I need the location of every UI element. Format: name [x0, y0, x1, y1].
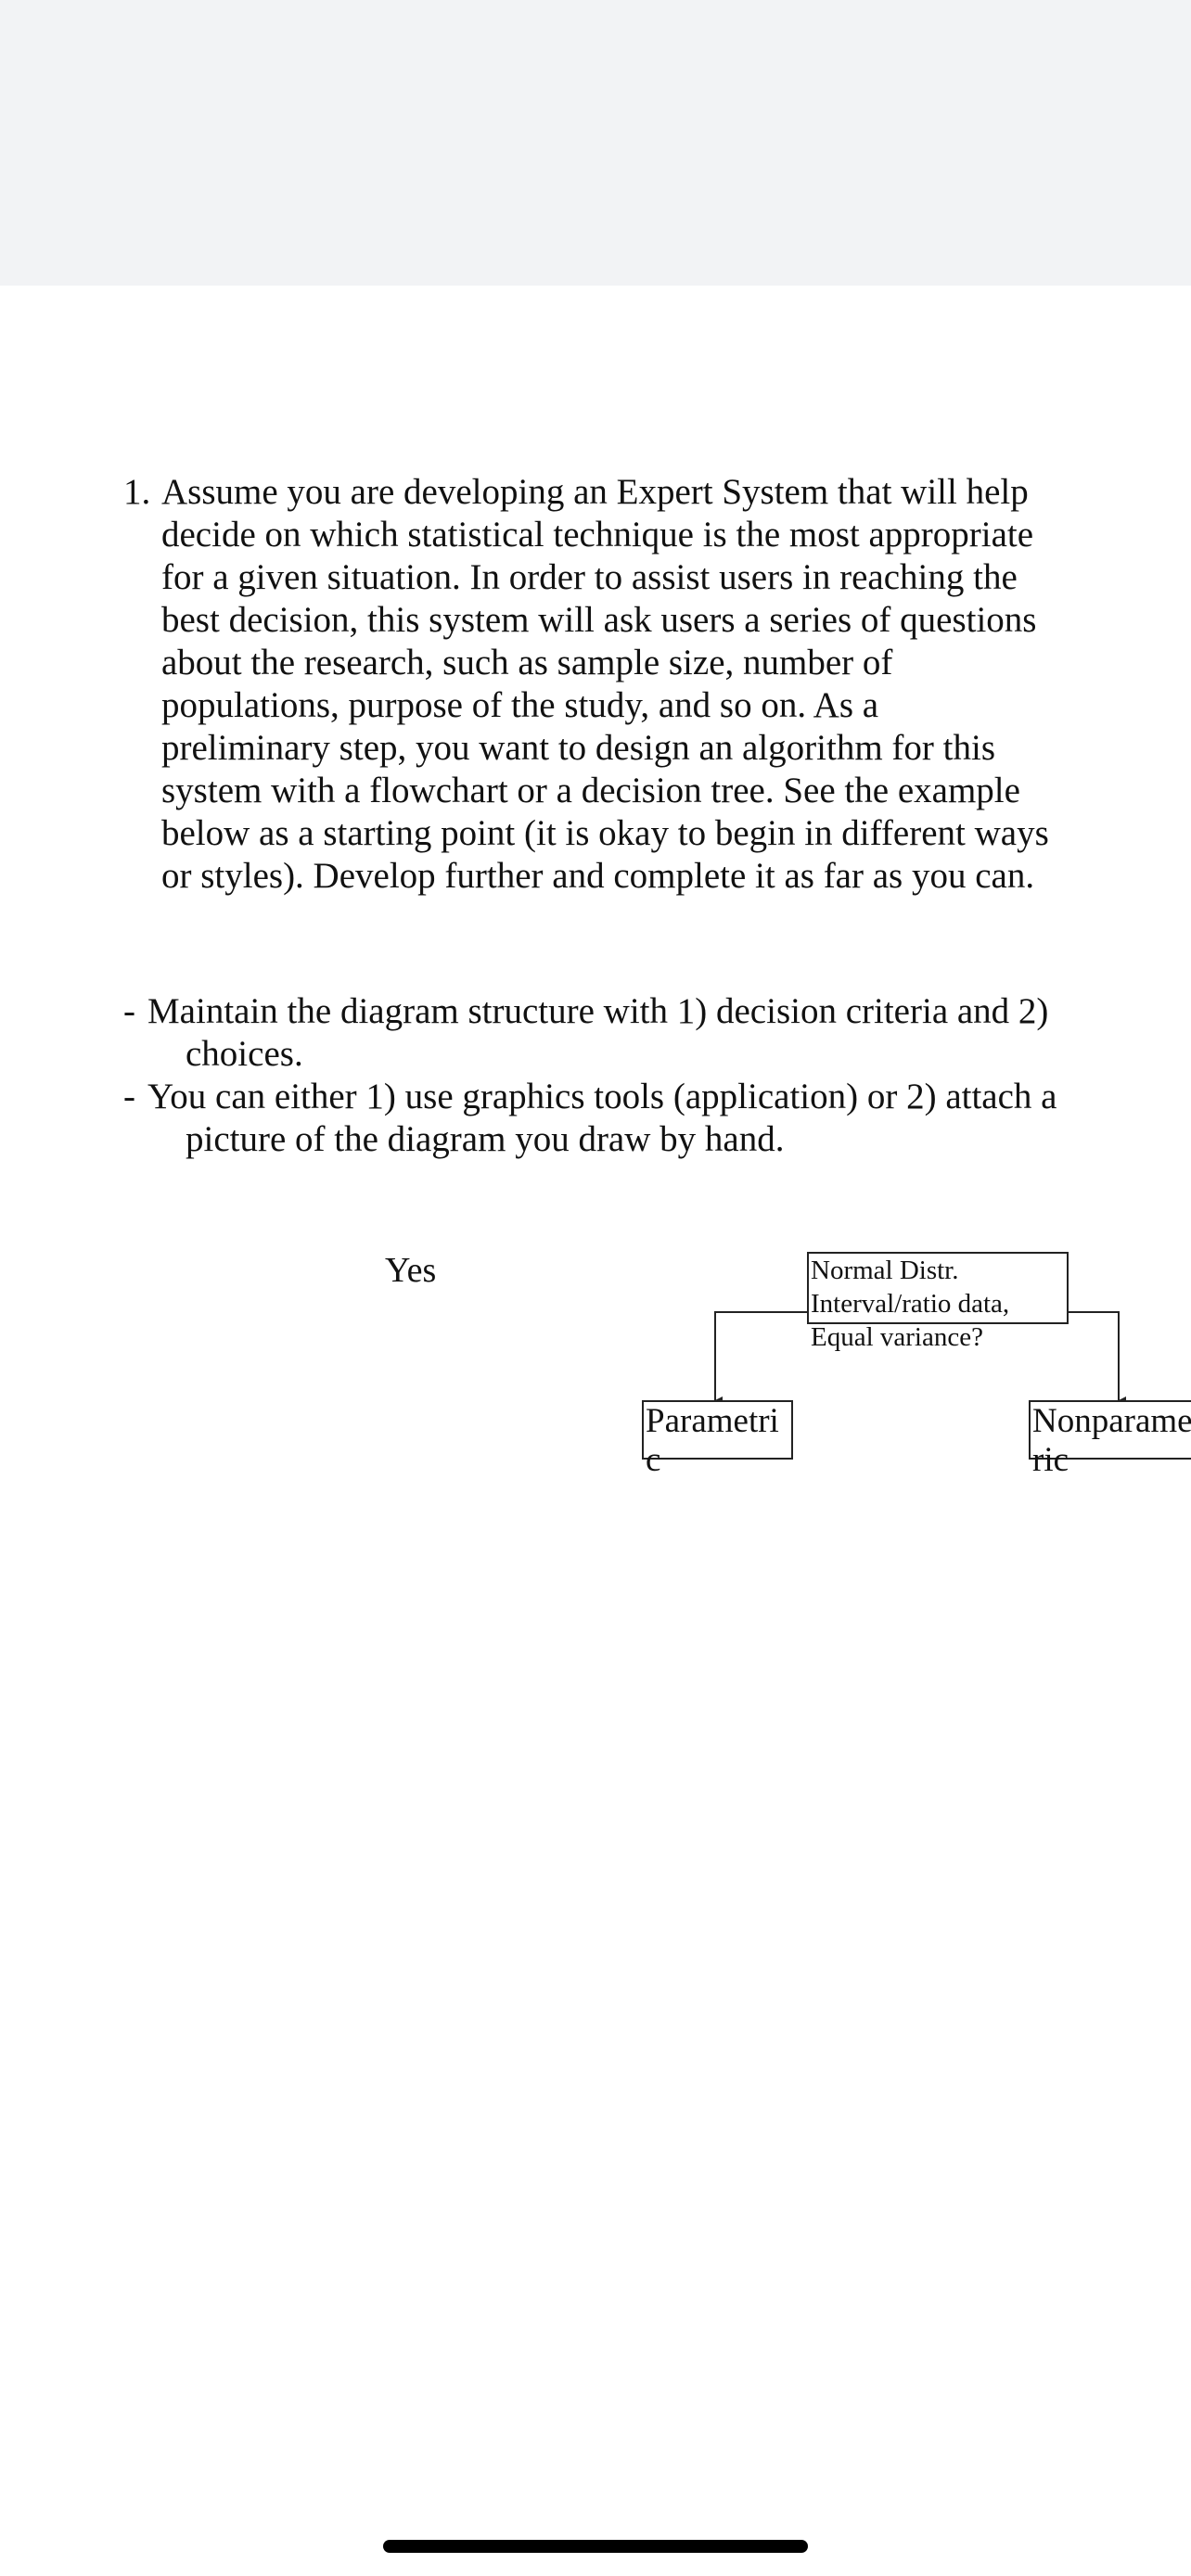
parametric-choice-box: Parametric [642, 1400, 793, 1479]
top-band [0, 0, 1191, 286]
parametric-label: Parametric [646, 1402, 779, 1479]
yes-label: Yes [385, 1251, 437, 1290]
bullet-dash: - [123, 1077, 135, 1116]
criteria-line-3: Equal variance? [811, 1322, 983, 1352]
criteria-line-1: Normal Distr. [811, 1256, 959, 1285]
question-number: 1. [123, 472, 151, 512]
decision-criteria-box: Normal Distr. Interval/ratio data, Equal… [807, 1252, 1069, 1352]
bullet-text: Maintain the diagram structure with 1) d… [147, 991, 1049, 1074]
home-indicator[interactable] [383, 2540, 808, 2553]
bullet-dash: - [123, 991, 135, 1031]
nonparametric-label: Nonparametric [1032, 1402, 1191, 1479]
instruction-bullet-1: - Maintain the diagram structure with 1)… [123, 990, 1069, 1076]
nonparametric-choice-box: Nonparametric [1029, 1400, 1191, 1479]
criteria-line-2: Interval/ratio data, [811, 1289, 1010, 1319]
question-1: 1. Assume you are developing an Expert S… [123, 471, 1051, 898]
connector-right [1069, 1311, 1126, 1404]
question-text: Assume you are developing an Expert Syst… [161, 472, 1049, 896]
connector-left [714, 1311, 807, 1404]
instruction-bullet-2: - You can either 1) use graphics tools (… [123, 1076, 1069, 1161]
bullet-text: You can either 1) use graphics tools (ap… [147, 1077, 1057, 1159]
